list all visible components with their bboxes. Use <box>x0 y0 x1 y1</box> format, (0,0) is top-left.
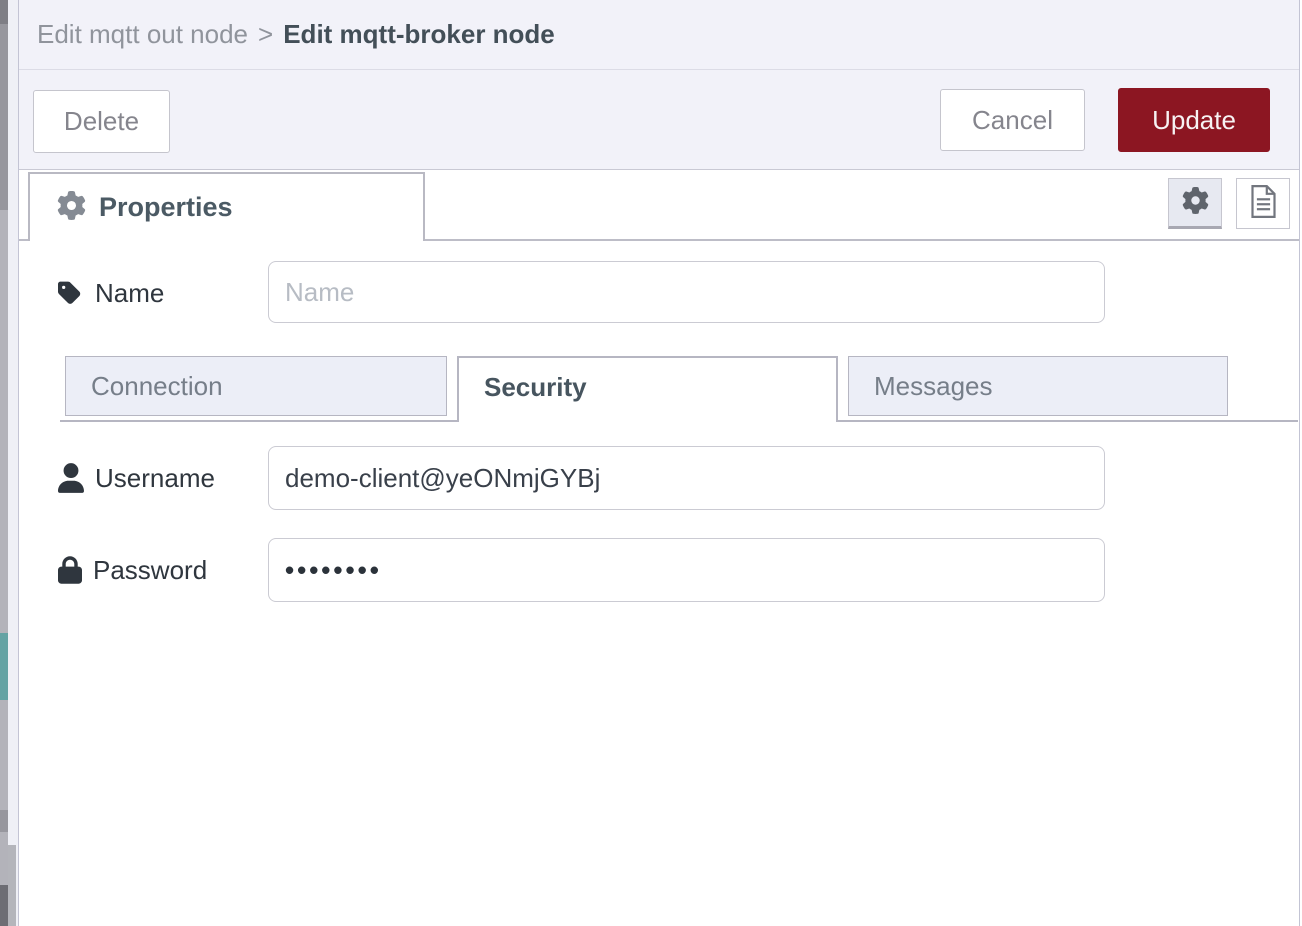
name-label-wrap: Name <box>58 278 164 309</box>
delete-button[interactable]: Delete <box>33 90 170 153</box>
tab-security-label: Security <box>484 372 587 402</box>
document-icon <box>1250 184 1277 223</box>
tab-security[interactable]: Security <box>457 356 838 422</box>
tab-messages[interactable]: Messages <box>848 356 1228 416</box>
tab-connection-label: Connection <box>91 371 223 401</box>
gear-icon <box>1182 186 1209 219</box>
username-label-wrap: Username <box>58 463 215 494</box>
tag-icon <box>58 281 81 304</box>
username-label: Username <box>95 462 215 493</box>
lock-icon <box>58 556 82 584</box>
edit-form: Name Connection Security Messages <box>19 241 1299 926</box>
breadcrumb-current: Edit mqtt-broker node <box>283 19 555 49</box>
edge-segment <box>0 810 8 832</box>
tab-messages-label: Messages <box>874 371 993 401</box>
breadcrumb-parent[interactable]: Edit mqtt out node <box>37 19 249 49</box>
breadcrumb-separator: > <box>258 19 274 49</box>
edge-segment <box>0 0 8 24</box>
edge-segment <box>0 24 8 210</box>
name-input[interactable] <box>268 261 1105 323</box>
tab-properties-label: Properties <box>99 192 233 222</box>
name-row-label: Name <box>58 262 164 324</box>
username-row-label: Username <box>58 446 215 510</box>
editor-tab-bar: Properties <box>19 170 1299 241</box>
edge-scrollbar-fragment <box>8 845 16 926</box>
password-input[interactable] <box>268 538 1105 602</box>
workspace-edge-strip <box>0 0 8 926</box>
gear-icon <box>57 190 86 225</box>
tab-properties[interactable]: Properties <box>28 172 425 241</box>
tray-resize-gutter[interactable] <box>8 0 18 926</box>
username-input[interactable] <box>268 446 1105 510</box>
edge-segment <box>0 885 8 926</box>
password-label-wrap: Password <box>58 555 207 586</box>
password-label: Password <box>93 554 208 585</box>
password-row-label: Password <box>58 538 207 602</box>
edge-node-fragment <box>0 633 8 700</box>
tray-toolbar: Delete Cancel Update <box>19 70 1299 170</box>
cancel-button[interactable]: Cancel <box>940 89 1085 151</box>
tab-connection[interactable]: Connection <box>65 356 447 416</box>
broker-tab-bar: Connection Security Messages <box>60 350 1298 422</box>
edit-dialog-tray: Edit mqtt out node > Edit mqtt-broker no… <box>18 0 1300 926</box>
user-icon <box>58 463 84 493</box>
description-toggle-button[interactable] <box>1236 178 1290 229</box>
properties-toggle-button[interactable] <box>1168 178 1222 229</box>
tab-bar-divider <box>19 239 1299 241</box>
name-label: Name <box>95 277 165 308</box>
tray-header: Edit mqtt out node > Edit mqtt-broker no… <box>19 0 1299 70</box>
update-button[interactable]: Update <box>1118 88 1270 152</box>
